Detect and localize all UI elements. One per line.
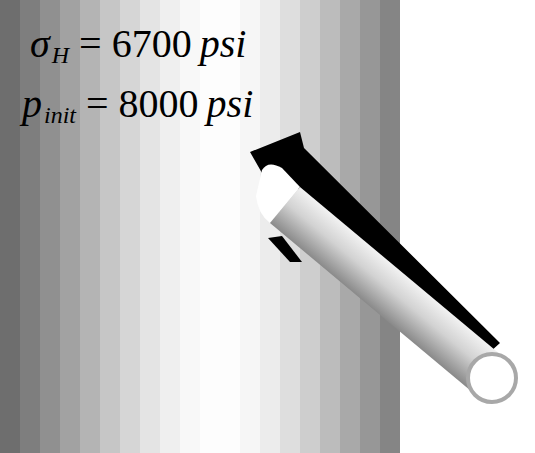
subscript: H xyxy=(52,42,69,68)
equation-text: p xyxy=(22,81,42,126)
equation-text: = 6700 xyxy=(79,21,192,66)
tunnel-end-cap xyxy=(468,354,516,402)
fracture-plane xyxy=(250,132,500,352)
equation-text: psi xyxy=(207,81,254,126)
equation-text: = 8000 xyxy=(86,81,199,126)
equation-text: σ xyxy=(30,21,50,66)
subscript: init xyxy=(44,102,76,128)
stress-equation: σH = 6700psi xyxy=(30,24,246,67)
pressure-equation: pinit = 8000psi xyxy=(22,84,253,127)
equation-text: psi xyxy=(200,21,247,66)
